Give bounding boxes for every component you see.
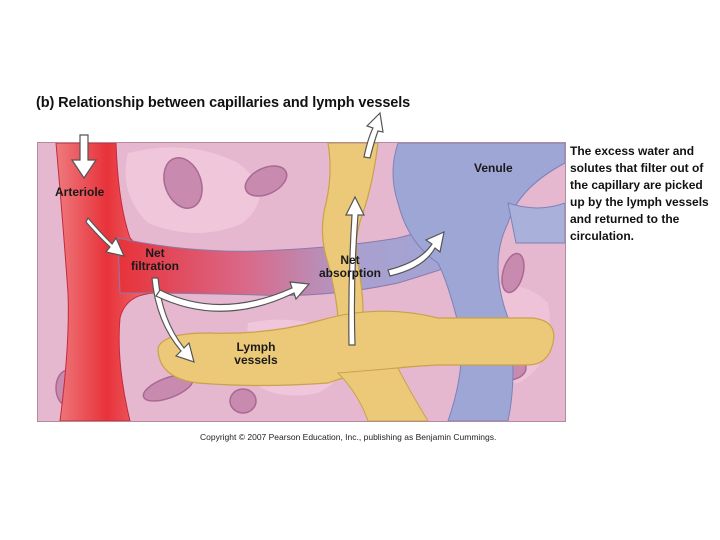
venule-vessel <box>392 143 565 421</box>
venule-label: Venule <box>474 161 513 175</box>
figure-title: (b) Relationship between capillaries and… <box>36 95 411 111</box>
tissue-cell <box>501 252 525 294</box>
net-absorption-line-2: absorption <box>319 266 381 280</box>
venule-branch <box>507 202 565 244</box>
net-filtration-line-2: filtration <box>131 259 179 273</box>
arteriole-vessel <box>55 143 159 421</box>
lymph-vessels-line-2: vessels <box>234 353 278 367</box>
lymph-vessel-horizontal <box>157 310 555 387</box>
tissue-cell <box>244 165 288 197</box>
net-filtration-label: Net filtration <box>126 247 184 273</box>
explanation-caption: The excess water and solutes that filter… <box>570 144 709 243</box>
lymph-vessel-lower <box>336 367 429 421</box>
illustration-svg <box>38 143 565 421</box>
arteriole-label: Arteriole <box>55 185 105 199</box>
net-absorption-line-1: Net <box>340 253 360 267</box>
tissue-cell <box>229 388 257 414</box>
lymph-vessels-line-1: Lymph <box>236 340 276 354</box>
copyright-notice: Copyright © 2007 Pearson Education, Inc.… <box>200 432 497 442</box>
net-absorption-label: Net absorption <box>312 254 388 280</box>
tissue-cell <box>163 157 203 209</box>
capillary-lymph-illustration <box>37 142 566 422</box>
net-filtration-line-1: Net <box>145 246 165 260</box>
lymph-vessels-label: Lymph vessels <box>226 341 286 367</box>
